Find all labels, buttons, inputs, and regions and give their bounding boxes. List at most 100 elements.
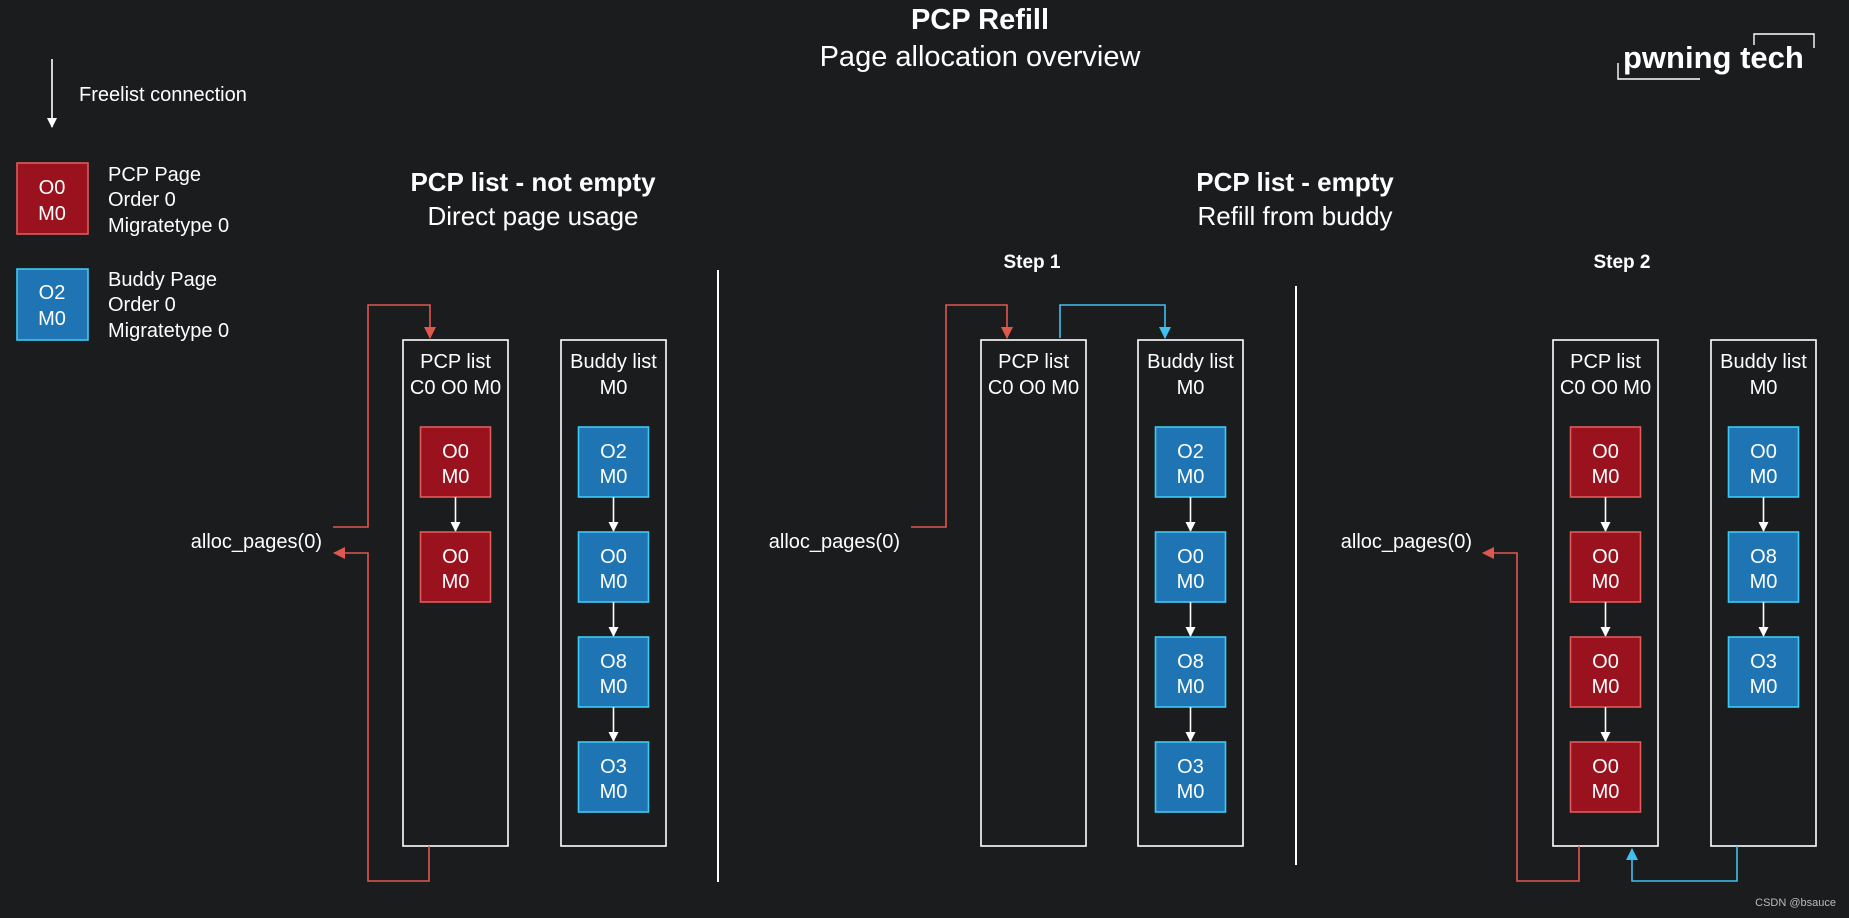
legend-pcp-desc-line2: Order 0	[108, 189, 176, 211]
legend: Freelist connection O0 M0 PCP Page Order…	[16, 59, 247, 342]
buddy-page-box	[1727, 426, 1800, 498]
buddy-page-box	[1154, 636, 1227, 708]
legend-buddy-box-line1: O2	[39, 282, 66, 304]
buddy-page-order: O8	[1177, 651, 1204, 673]
pcp-page-order: O0	[1592, 651, 1619, 673]
buddy-page-migratetype: M0	[1750, 466, 1778, 488]
diagram-subtitle: Page allocation overview	[820, 41, 1142, 73]
brand-logo-text: pwning tech	[1623, 40, 1804, 75]
legend-buddy-desc-line2: Order 0	[108, 294, 176, 316]
buddy-page-migratetype: M0	[600, 571, 628, 593]
buddy-page-migratetype: M0	[600, 466, 628, 488]
step1-pcp-list-title: PCP list	[998, 351, 1069, 373]
step1-pcp-list-subtitle: C0 O0 M0	[988, 377, 1079, 399]
buddy-page-order: O3	[600, 756, 627, 778]
buddy-page-order: O3	[1750, 651, 1777, 673]
legend-freelist-label: Freelist connection	[79, 84, 247, 106]
direct-pcp-list-subtitle: C0 O0 M0	[410, 377, 501, 399]
legend-pcp-box	[16, 162, 89, 235]
section-empty-heading: PCP list - empty	[1196, 167, 1394, 197]
alloc-pages-call-step2: alloc_pages(0)	[1341, 531, 1472, 553]
request-arrow-direct	[333, 304, 436, 528]
request-arrow-step1	[911, 304, 1013, 528]
buddy-page-migratetype: M0	[1177, 466, 1205, 488]
direct-pcp-list-title: PCP list	[420, 351, 491, 373]
buddy-page-box	[1154, 426, 1227, 498]
pcp-page-box	[419, 426, 492, 498]
pcp-page-migratetype: M0	[1592, 466, 1620, 488]
direct-buddy-list-subtitle: M0	[600, 377, 628, 399]
direct-buddy-list	[560, 339, 667, 847]
section-not-empty-heading: PCP list - not empty	[410, 167, 656, 197]
pcp-page-migratetype: M0	[1592, 571, 1620, 593]
buddy-page-box	[577, 741, 650, 813]
return-arrow-step2	[1482, 547, 1580, 882]
credit-watermark: CSDN @bsauce	[1755, 897, 1836, 909]
pcp-page-migratetype: M0	[1592, 676, 1620, 698]
legend-pcp-box-line1: O0	[39, 177, 66, 199]
pcp-page-box	[1569, 426, 1642, 498]
legend-buddy-desc-line1: Buddy Page	[108, 269, 217, 291]
step1-buddy-list-title: Buddy list	[1147, 351, 1234, 373]
pcp-page-order: O0	[1592, 546, 1619, 568]
pcp-page-order: O0	[1592, 756, 1619, 778]
buddy-page-order: O8	[600, 651, 627, 673]
pcp-page-box	[1569, 741, 1642, 813]
buddy-page-order: O2	[600, 441, 627, 463]
section-not-empty-subheading: Direct page usage	[427, 201, 638, 231]
step2-label: Step 2	[1593, 252, 1650, 273]
step1-buddy-list	[1137, 339, 1244, 847]
buddy-page-order: O0	[600, 546, 627, 568]
direct-buddy-list-title: Buddy list	[570, 351, 657, 373]
legend-buddy-box-line2: M0	[38, 308, 66, 330]
pcp-page-order: O0	[442, 441, 469, 463]
direct-pcp-list	[402, 339, 509, 847]
brand-logo: pwning tech	[1617, 33, 1815, 80]
buddy-page-order: O2	[1177, 441, 1204, 463]
legend-pcp-desc-line1: PCP Page	[108, 164, 201, 186]
pcp-page-migratetype: M0	[1592, 781, 1620, 803]
buddy-page-migratetype: M0	[1177, 676, 1205, 698]
brand-bracket-top	[1753, 33, 1815, 48]
buddy-page-migratetype: M0	[1177, 571, 1205, 593]
buddy-page-migratetype: M0	[1750, 571, 1778, 593]
buddy-page-order: O0	[1750, 441, 1777, 463]
buddy-page-box	[1154, 531, 1227, 603]
buddy-page-migratetype: M0	[1750, 676, 1778, 698]
brand-bracket-bottom	[1617, 63, 1700, 80]
step2-pcp-list	[1552, 339, 1659, 847]
legend-buddy-box	[16, 268, 89, 341]
buddy-page-migratetype: M0	[600, 781, 628, 803]
return-arrow-direct	[333, 547, 430, 882]
pcp-page-migratetype: M0	[442, 466, 470, 488]
legend-buddy-desc-line3: Migratetype 0	[108, 320, 229, 342]
legend-pcp-desc-line3: Migratetype 0	[108, 215, 229, 237]
section-empty-subheading: Refill from buddy	[1197, 201, 1392, 231]
step2-buddy-list-subtitle: M0	[1750, 377, 1778, 399]
step1-pcp-list	[980, 339, 1087, 847]
alloc-pages-call-direct: alloc_pages(0)	[191, 531, 322, 553]
pcp-page-order: O0	[1592, 441, 1619, 463]
legend-buddy-swatch: O2 M0	[16, 268, 89, 341]
pcp-page-box	[419, 531, 492, 603]
step1-label: Step 1	[1003, 252, 1060, 273]
buddy-fetch-arrow-step1	[1059, 304, 1171, 339]
buddy-refill-arrow-step2	[1626, 846, 1738, 882]
step2-pcp-list-subtitle: C0 O0 M0	[1560, 377, 1651, 399]
buddy-page-box	[577, 531, 650, 603]
buddy-page-migratetype: M0	[600, 676, 628, 698]
pcp-page-box	[1569, 531, 1642, 603]
